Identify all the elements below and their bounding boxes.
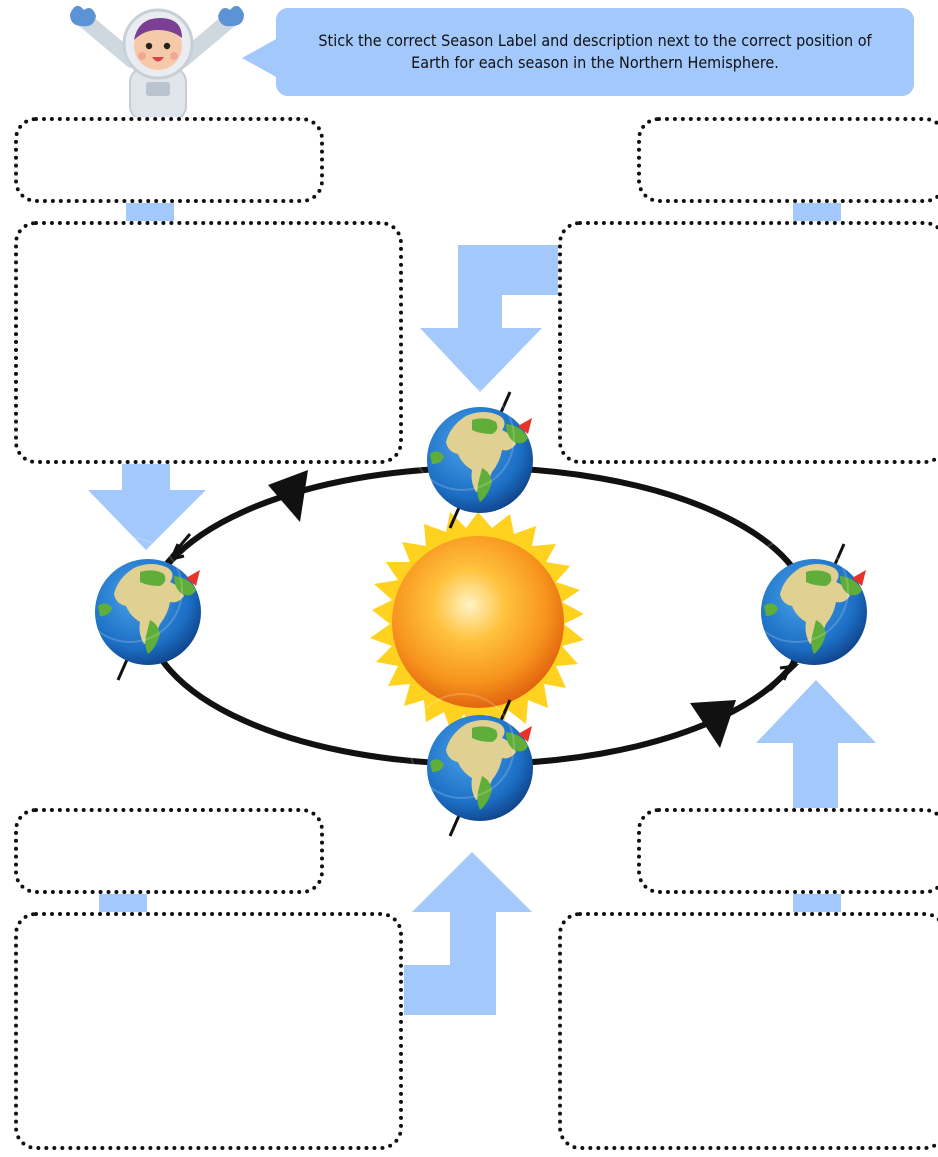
season-label-box-bottom-right[interactable] [637, 808, 938, 894]
connector-top-left [126, 200, 174, 224]
guide-arrows [88, 245, 876, 1015]
instruction-line-1: Stick the correct Season Label and descr… [318, 31, 872, 50]
season-description-box-top-right[interactable] [558, 221, 938, 464]
orbit-arrowhead-top [268, 470, 308, 522]
season-label-box-bottom-left[interactable] [14, 808, 324, 894]
arrow-bottom [404, 852, 532, 1015]
earth-top-icon [408, 384, 535, 530]
connector-top-right [793, 200, 841, 224]
season-label-box-top-left[interactable] [14, 117, 324, 203]
earth-left-icon [76, 536, 203, 682]
callout-tail-icon [242, 38, 278, 78]
season-description-box-top-left[interactable] [14, 221, 403, 464]
astronaut-mascot-icon [70, 5, 244, 120]
instruction-line-2: Earth for each season in the Northern He… [411, 53, 779, 72]
season-description-box-bottom-left[interactable] [14, 912, 403, 1150]
arrow-right [756, 680, 876, 808]
orbit-arrowhead-bottom [690, 700, 736, 748]
sun-icon [370, 512, 584, 736]
arrow-left [88, 462, 206, 550]
arrow-top [420, 245, 560, 392]
connector-bottom-right [793, 891, 841, 915]
instruction-callout: Stick the correct Season Label and descr… [276, 8, 914, 96]
earth-right-icon [742, 536, 869, 682]
season-description-box-bottom-right[interactable] [558, 912, 938, 1150]
connector-bottom-left [99, 891, 147, 915]
season-label-box-top-right[interactable] [637, 117, 938, 203]
